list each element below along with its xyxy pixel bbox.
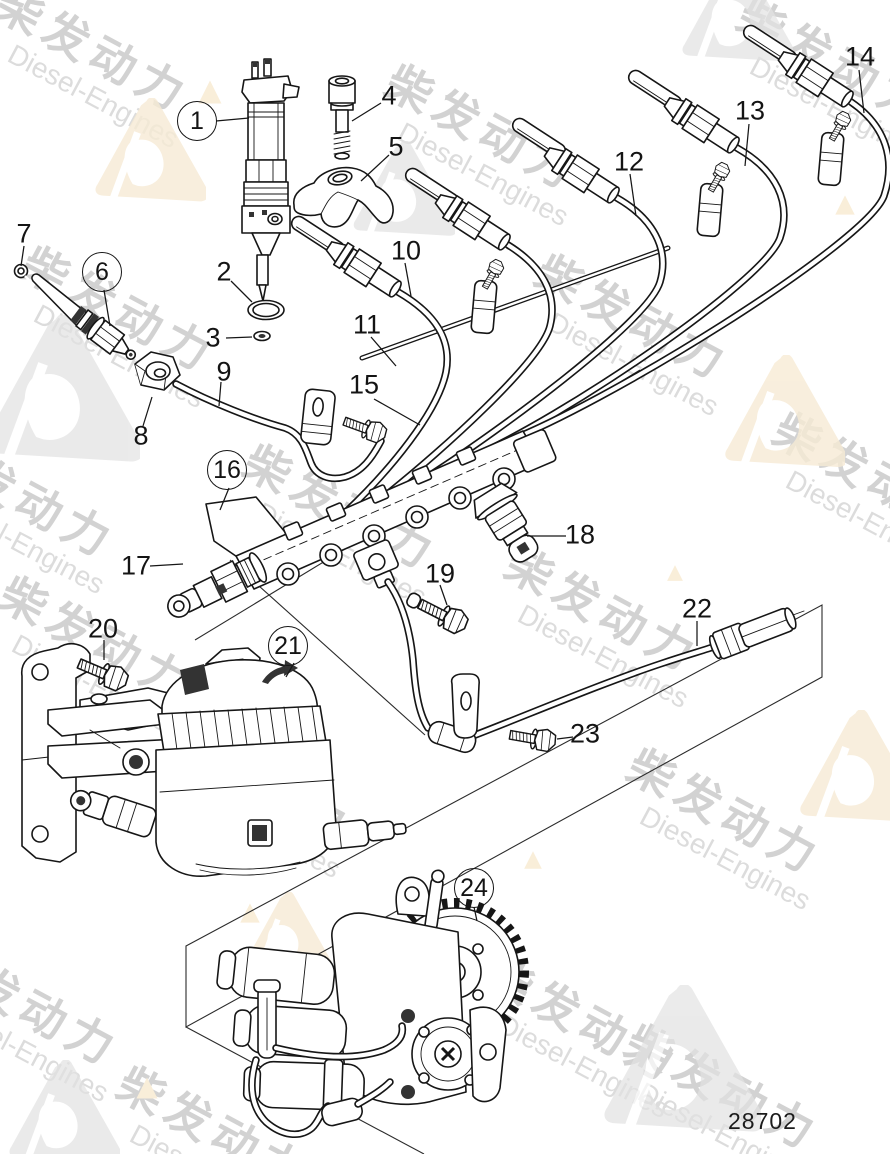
injection-pump [216, 869, 529, 1138]
callout-2: 2 [216, 256, 232, 287]
callout-16: 16 [207, 450, 247, 490]
washer-3 [253, 330, 271, 342]
nut-8 [134, 351, 181, 391]
fuel-injector [241, 58, 300, 302]
feed-pipe-22 [384, 578, 805, 754]
callout-14: 14 [844, 41, 876, 72]
callout-8: 8 [133, 420, 149, 451]
callout-24: 24 [454, 868, 494, 908]
rail-sensor-17 [167, 552, 268, 618]
callout-21: 21 [268, 626, 308, 666]
callout-9: 9 [216, 356, 232, 387]
return-pipe-9 [172, 380, 385, 483]
callout-3: 3 [205, 322, 221, 353]
fuel-filter-housing [20, 642, 407, 877]
injector-pipes [344, 98, 890, 514]
callout-20: 20 [87, 613, 119, 644]
callout-13: 13 [734, 95, 766, 126]
drawing-number: 28702 [728, 1108, 797, 1134]
callout-6: 6 [82, 252, 122, 292]
callout-4: 4 [381, 80, 397, 111]
callout-17: 17 [120, 550, 152, 581]
callout-18: 18 [564, 519, 596, 550]
callout-15: 15 [348, 369, 380, 400]
sleeve-kit-6 [31, 273, 137, 360]
callout-22: 22 [681, 593, 713, 624]
o-ring-2 [247, 299, 285, 321]
callout-10: 10 [390, 235, 422, 266]
callout-11: 11 [352, 309, 382, 340]
common-rail [235, 428, 557, 590]
callout-1: 1 [177, 101, 217, 141]
clamp-bracket-15 [300, 388, 390, 446]
pressure-sensor-18 [473, 482, 539, 563]
callout-12: 12 [613, 146, 645, 177]
banjo-bolt-19 [406, 591, 473, 638]
clamp-yoke-5 [293, 166, 394, 228]
leak-off-pipe [359, 245, 671, 361]
callout-7: 7 [16, 218, 32, 249]
callout-23: 23 [569, 718, 601, 749]
callout-5: 5 [388, 131, 404, 162]
callout-19: 19 [424, 558, 456, 589]
cap-screw-4 [328, 75, 356, 160]
